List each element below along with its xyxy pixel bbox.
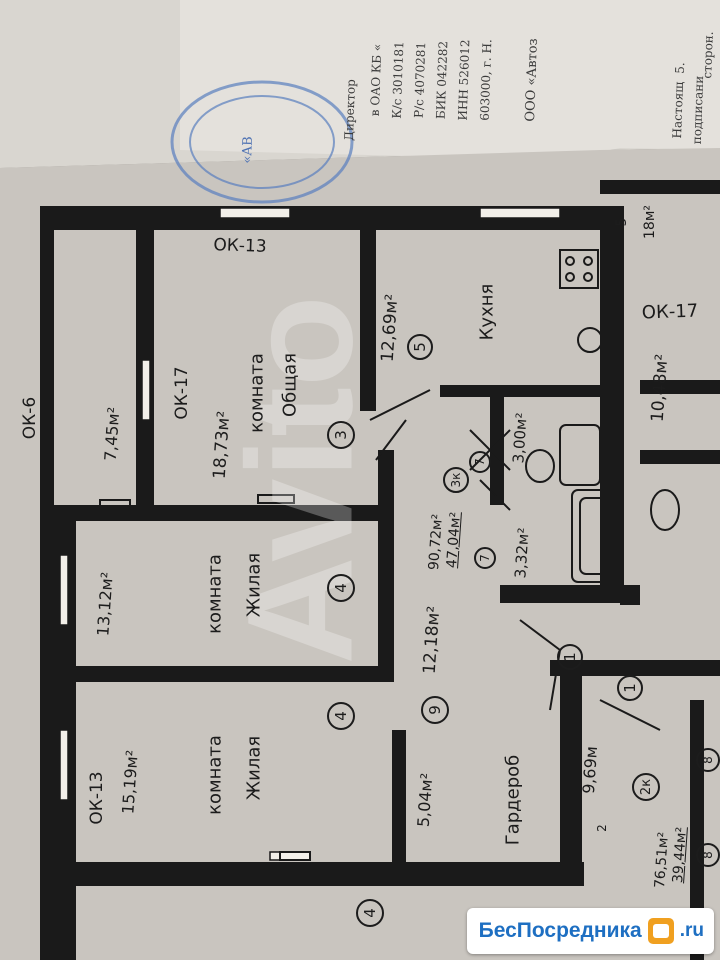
- neighbor-top-number: 5: [614, 217, 630, 227]
- bedroom2-bottom-number-circle: 4: [356, 899, 384, 927]
- doc-inn: ИНН 526012: [455, 39, 473, 121]
- badge-text: БесПосредника: [478, 919, 642, 942]
- window-label-ok17-right: ОК-17: [641, 300, 699, 324]
- kitchen-left-wall: [360, 225, 376, 411]
- right-outer-edge: [600, 180, 720, 194]
- neighbor-number-circle-8: 8: [696, 748, 720, 772]
- fixtures: [99, 249, 680, 861]
- doc-director: Директор: [341, 78, 359, 142]
- bath-wall: [490, 395, 504, 505]
- apartment-code-circle: 3к: [443, 467, 469, 493]
- door-swing-3: [599, 699, 661, 731]
- bedroom1-number-circle: 4: [327, 574, 355, 602]
- window-label-ok6: ОК-6: [20, 396, 40, 440]
- window-bed1: [59, 554, 69, 626]
- source-badge: БесПосредника .ru: [466, 908, 714, 954]
- loggia-area: 7,45м²: [100, 406, 124, 462]
- door-swing-2: [519, 619, 562, 711]
- neighbor-wall-3: [620, 585, 640, 605]
- window-label-ok13-bottom: ОК-13: [87, 771, 107, 825]
- badge-logo-icon: [647, 918, 674, 944]
- stamp-text: «АВ: [240, 136, 256, 164]
- window-label-ok17-left: ОК-17: [172, 366, 192, 420]
- neighbor-wall: [640, 380, 720, 394]
- stairs: [469, 429, 511, 511]
- wardrobe-wall-left: [392, 730, 406, 870]
- plan-sheet: [0, 148, 720, 960]
- badge-suffix: .ru: [679, 920, 704, 941]
- doc-bank: в ОАО КБ «: [367, 43, 385, 117]
- entry-number-circle-2: 1: [617, 675, 643, 701]
- stove: [559, 249, 599, 289]
- bedroom-divider: [76, 666, 394, 682]
- living-name-2: комната: [246, 353, 268, 433]
- neighbor-wall-2: [640, 450, 720, 464]
- window-top: [219, 207, 291, 219]
- kitchen-bottom-wall: [440, 385, 610, 397]
- kitchen-number-circle: 5: [407, 334, 433, 360]
- doc-clause-text: Настоящ: [670, 81, 686, 139]
- bath-number-circle: 7: [474, 547, 496, 569]
- neighbor-wall-5: [690, 700, 704, 960]
- company-stamp: [170, 80, 354, 204]
- bedroom1-name-1: Жилая: [243, 552, 265, 618]
- radiator-2: [279, 851, 311, 861]
- bathtub: [571, 489, 619, 583]
- window-bed2: [59, 729, 69, 801]
- neighbor-top-area: 18м²: [642, 205, 658, 239]
- doc-clause-num: 5.: [672, 62, 688, 74]
- bottom-wall: [54, 862, 584, 886]
- doc-bik: БИК 042282: [433, 40, 451, 120]
- doc-address: 603000, г. Н.: [477, 38, 495, 122]
- hall-number-circle: 9: [421, 696, 449, 724]
- doc-company: ООО «Автоз: [523, 38, 541, 122]
- doc-ks: К/с 3010181: [389, 41, 407, 119]
- bath-bottom-wall: [500, 585, 620, 603]
- window-kitchen: [479, 207, 561, 219]
- doc-rs: Р/с 4070281: [411, 41, 429, 119]
- bedroom2-name-1: Жилая: [243, 735, 265, 801]
- top-document-sheet: [180, 0, 720, 160]
- neighbor-toilet: [650, 489, 680, 531]
- doc-clause-text-2: подписани: [689, 75, 707, 145]
- toilet-tank: [559, 424, 601, 486]
- window-bottom: [269, 851, 311, 861]
- entry-number-circle-1: 1: [557, 644, 583, 670]
- neighbor-apartment-code-circle: 2к: [632, 773, 660, 801]
- living-number-circle: 3: [327, 421, 355, 449]
- wc-number-circle: 7: [469, 451, 491, 473]
- hall-wall-top: [54, 505, 384, 521]
- living-name-1: Общая: [279, 352, 301, 418]
- bathtub-inner: [579, 497, 611, 575]
- neighbor-number-circle-8b: 8: [696, 843, 720, 867]
- radiator-3: [99, 499, 131, 507]
- watermark-avito: Avito: [215, 295, 384, 665]
- kitchen-sink: [577, 327, 604, 353]
- wardrobe-area: 5,04м²: [413, 772, 437, 828]
- wardrobe-wall-right: [560, 676, 582, 876]
- window-loggia: [141, 359, 151, 421]
- bedroom1-name-2: комната: [204, 554, 226, 634]
- bedroom-wall-right: [378, 450, 394, 670]
- neighbor-hall-sup: 2: [595, 824, 609, 832]
- door-swing-1: [369, 389, 431, 461]
- bedroom2-name-2: комната: [204, 735, 226, 815]
- radiator-1: [257, 494, 295, 504]
- bedroom2-number-circle: 4: [327, 702, 355, 730]
- toilet-bowl: [525, 449, 555, 483]
- wardrobe-name: Гардероб: [502, 754, 524, 846]
- window-label-ok13-top: ОК-13: [213, 235, 267, 257]
- kitchen-name: Кухня: [476, 283, 498, 341]
- neighbor-hall-area: 9,69м: [578, 745, 602, 795]
- left-outer-wall: [40, 206, 54, 960]
- doc-top-right: сторон.: [700, 31, 716, 79]
- wc-area: 3,00м²: [509, 412, 531, 464]
- bath-area: 3,32м²: [511, 527, 533, 579]
- neighbor-wall-4: [550, 660, 720, 676]
